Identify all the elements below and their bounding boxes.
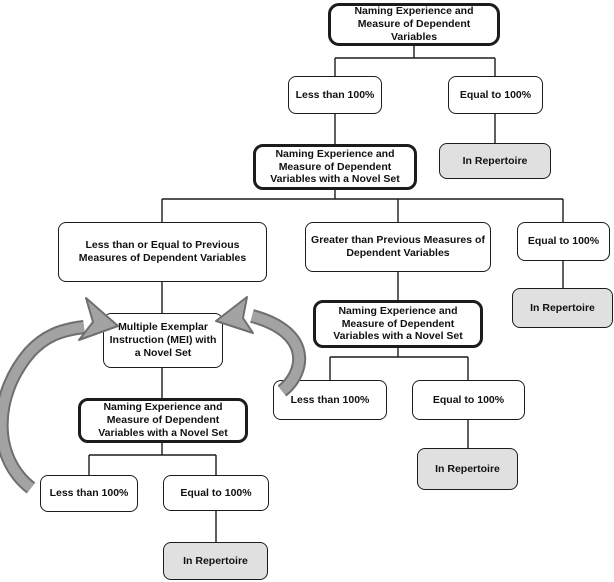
node-in-repertoire-4: In Repertoire [163, 542, 268, 580]
node-root: Naming Experience and Measure of Depende… [328, 3, 500, 46]
node-novel-set-probe-2: Naming Experience and Measure of Depende… [313, 300, 483, 348]
node-mei: Multiple Exemplar Instruction (MEI) with… [103, 313, 223, 368]
node-less-than-100-top: Less than 100% [288, 76, 382, 114]
node-in-repertoire-3: In Repertoire [417, 448, 518, 490]
node-in-repertoire-2: In Repertoire [512, 288, 613, 328]
node-equal-to-100-middle: Equal to 100% [412, 380, 525, 420]
tree-connectors [88, 46, 564, 542]
node-greater-than-previous: Greater than Previous Measures of Depend… [305, 222, 491, 272]
node-less-than-100-bottom: Less than 100% [40, 475, 138, 512]
node-less-than-100-middle: Less than 100% [273, 380, 387, 420]
node-equal-to-100-top: Equal to 100% [448, 76, 543, 114]
node-novel-set-probe-1: Naming Experience and Measure of Depende… [253, 144, 417, 190]
node-in-repertoire-1: In Repertoire [439, 143, 551, 179]
node-novel-set-probe-3: Naming Experience and Measure of Depende… [78, 398, 248, 443]
node-equal-to-100-right: Equal to 100% [517, 222, 610, 261]
node-less-equal-previous: Less than or Equal to Previous Measures … [58, 222, 267, 282]
node-equal-to-100-bottom: Equal to 100% [163, 475, 269, 511]
